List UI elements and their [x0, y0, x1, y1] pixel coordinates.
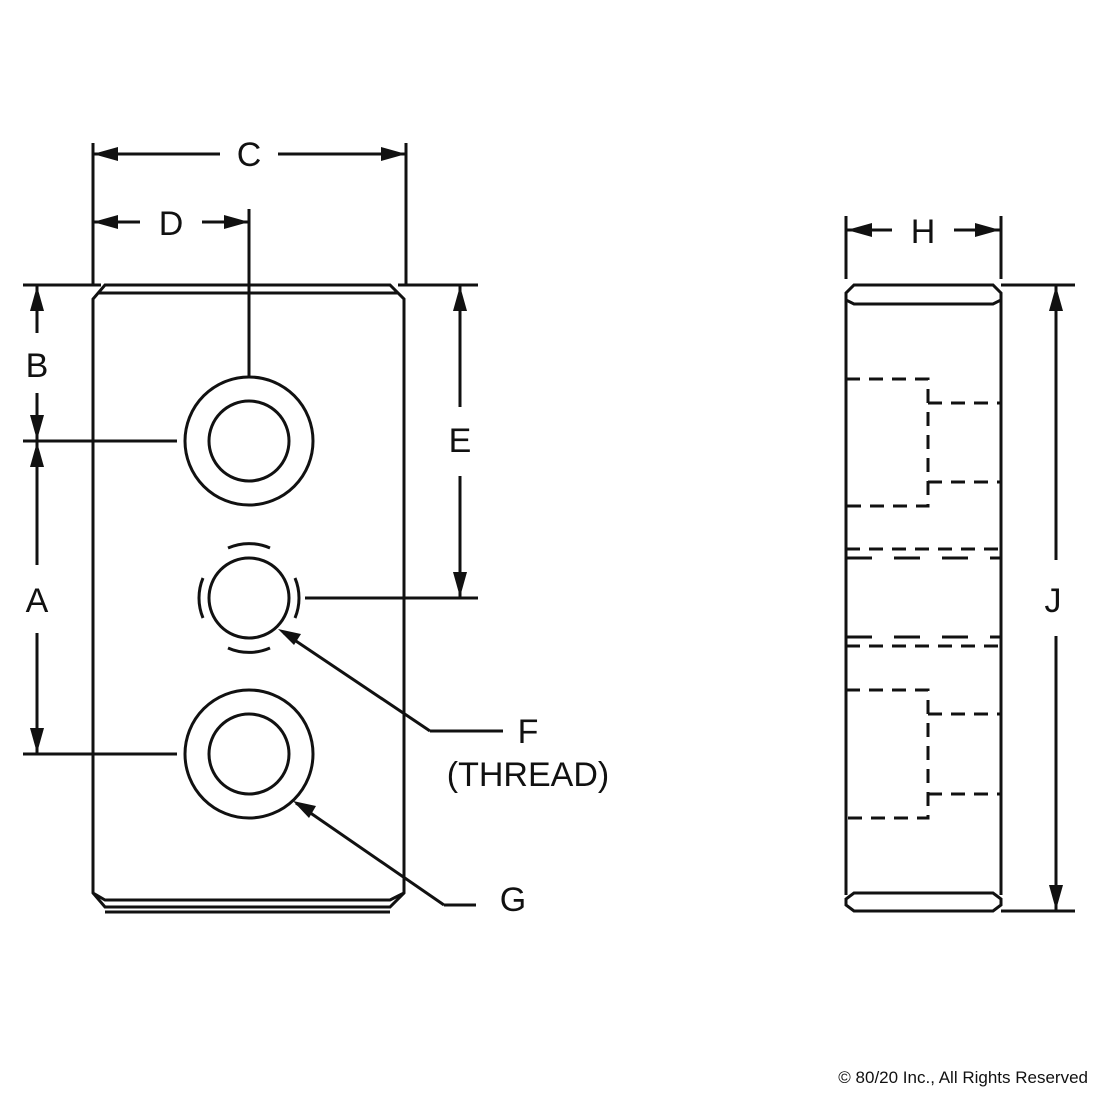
front-view-outline — [91, 283, 406, 909]
callout-label-f: F — [518, 713, 539, 751]
side-bottom-chamfer — [844, 891, 1003, 913]
dimension-label-j: J — [1045, 582, 1062, 620]
dimension-d — [93, 209, 251, 377]
dimension-b-a — [23, 283, 177, 756]
bottom-chamfer-line — [92, 891, 405, 902]
hidden-thread — [846, 547, 1001, 648]
dimension-e — [305, 283, 478, 600]
callout-note-thread: (THREAD) — [447, 756, 609, 794]
dimension-label-h: H — [911, 213, 936, 251]
counterbore-hole-bottom — [183, 688, 315, 820]
dimension-c — [91, 143, 408, 285]
hidden-counterbore-top — [846, 377, 1001, 508]
leader-f — [278, 629, 503, 733]
callout-label-g: G — [500, 881, 526, 919]
side-top-chamfer — [844, 283, 1003, 306]
dimension-j — [1001, 283, 1075, 913]
dimension-label-a: A — [26, 582, 49, 620]
dimension-label-e: E — [449, 422, 472, 460]
front-view: C D — [23, 136, 609, 919]
side-view: H J — [844, 213, 1075, 913]
dimension-label-b: B — [26, 347, 49, 385]
threaded-hole — [197, 542, 301, 654]
leader-g — [293, 801, 476, 907]
dimension-h — [844, 216, 1003, 279]
hidden-counterbore-bottom — [846, 688, 1001, 820]
copyright-notice: © 80/20 Inc., All Rights Reserved — [838, 1068, 1088, 1087]
counterbore-hole-top — [183, 375, 315, 507]
dimension-label-d: D — [159, 205, 184, 243]
dimension-label-c: C — [237, 136, 262, 174]
